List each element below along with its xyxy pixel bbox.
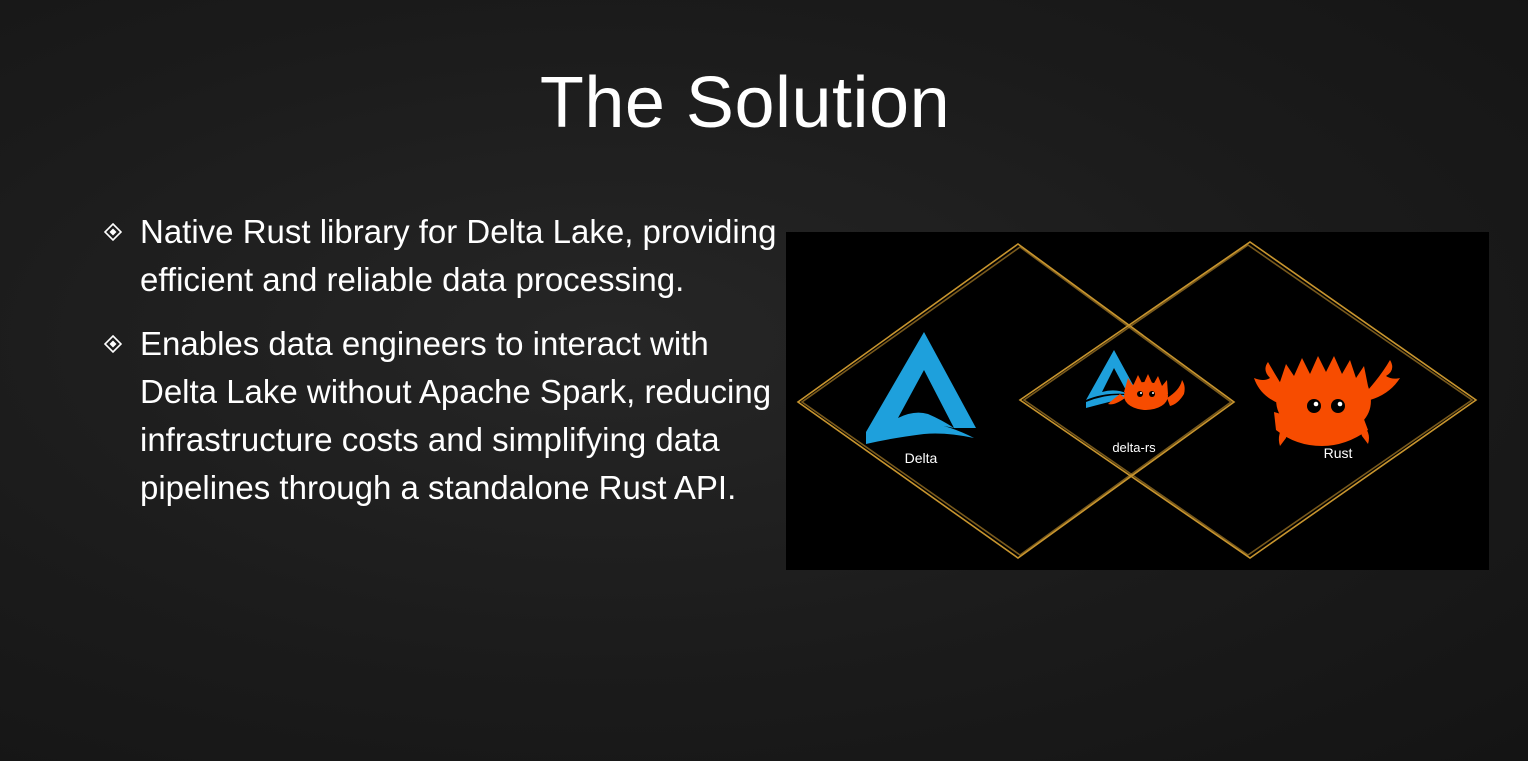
diamond-bullet-icon xyxy=(104,208,140,256)
delta-label: Delta xyxy=(905,450,938,466)
ferris-crab-icon xyxy=(1254,356,1400,446)
venn-diagram-image: Delta delta-rs xyxy=(786,232,1489,570)
diamond-bullet-icon xyxy=(104,320,140,368)
bullet-text: Enables data engineers to interact with … xyxy=(140,325,772,506)
rust-label: Rust xyxy=(1324,445,1353,461)
right-diamond-outline xyxy=(1018,241,1478,559)
slide-title: The Solution xyxy=(539,63,951,143)
bullet-item: Enables data engineers to interact with … xyxy=(104,320,784,512)
left-diamond-outline xyxy=(796,243,1236,559)
delta-rs-logo-icon xyxy=(1086,350,1185,410)
delta-rs-label: delta-rs xyxy=(1112,440,1156,455)
bullet-item: Native Rust library for Delta Lake, prov… xyxy=(104,208,784,304)
delta-lake-logo-icon xyxy=(866,332,976,444)
bullet-text: Native Rust library for Delta Lake, prov… xyxy=(140,213,777,298)
bullet-list: Native Rust library for Delta Lake, prov… xyxy=(104,208,784,528)
small-ferris-crab-icon xyxy=(1108,374,1185,410)
